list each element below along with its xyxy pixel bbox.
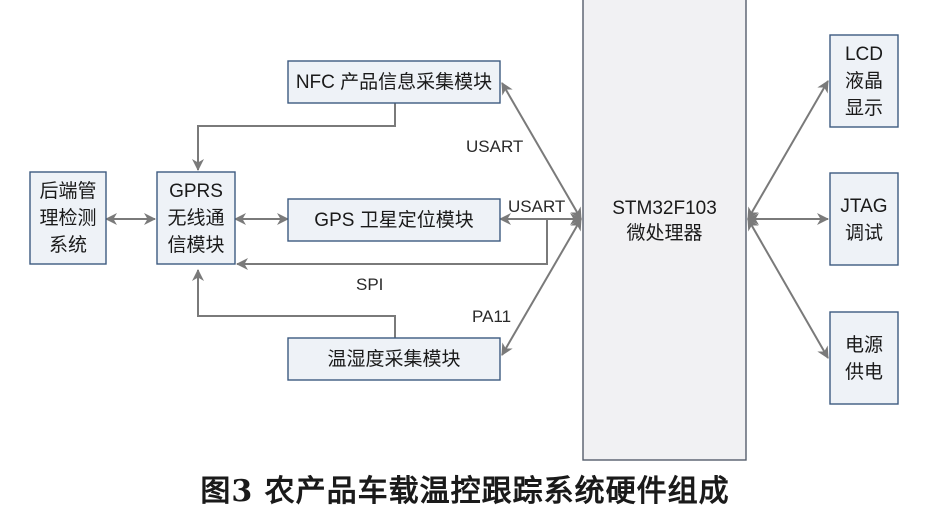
- temp-label: 温湿度采集模块: [327, 348, 460, 370]
- mcu-label-line2: 微处理器: [626, 222, 702, 244]
- temp-to-gprs-connector: [192, 269, 396, 338]
- lcd-label-line3: 显示: [845, 98, 883, 119]
- lcd-display-block: LCD 液晶 显示: [829, 34, 899, 128]
- nfc-module-block: NFC 产品信息采集模块: [287, 60, 501, 104]
- gprs-label-line2: 无线通: [167, 207, 224, 229]
- gps-module-block: GPS 卫星定位模块: [287, 198, 501, 242]
- lcd-label-line2: 液晶: [845, 70, 883, 92]
- usart-gps-label: USART: [508, 197, 565, 216]
- lcd-label-line1: LCD: [845, 44, 883, 65]
- connectors: [105, 80, 829, 359]
- backend-system-block: 后端管 理检测 系统: [29, 171, 107, 265]
- nfc-label: NFC 产品信息采集模块: [296, 71, 492, 93]
- mcu-block: STM32F103 微处理器: [582, 0, 747, 461]
- usart-nfc-label: USART: [466, 137, 523, 156]
- mcu-lcd-connector: [747, 80, 829, 220]
- gprs-label-line3: 信模块: [167, 234, 224, 256]
- backend-label-line1: 后端管: [39, 180, 96, 202]
- power-label-line2: 供电: [845, 361, 883, 383]
- jtag-label-line2: 调试: [845, 222, 883, 244]
- gprs-module-block: GPRS 无线通 信模块: [156, 171, 236, 265]
- pa11-label: PA11: [472, 307, 511, 326]
- jtag-label-line1: JTAG: [840, 196, 887, 217]
- jtag-debug-block: JTAG 调试: [829, 172, 899, 266]
- backend-label-line2: 理检测: [39, 207, 96, 229]
- mcu-label-line1: STM32F103: [612, 198, 717, 219]
- spi-label: SPI: [356, 275, 383, 294]
- temp-mcu-connector: [501, 218, 582, 356]
- nfc-mcu-connector: [501, 82, 582, 220]
- figure-caption: 图3 农产品车载温控跟踪系统硬件组成: [200, 474, 729, 509]
- power-supply-block: 电源 供电: [829, 311, 899, 405]
- gps-label: GPS 卫星定位模块: [314, 209, 473, 231]
- temp-humidity-module-block: 温湿度采集模块: [287, 337, 501, 381]
- power-label-line1: 电源: [845, 334, 883, 356]
- backend-label-line3: 系统: [49, 234, 87, 256]
- nfc-to-gprs-connector: [192, 103, 396, 171]
- gprs-label-line1: GPRS: [169, 181, 223, 202]
- mcu-power-connector: [747, 218, 829, 359]
